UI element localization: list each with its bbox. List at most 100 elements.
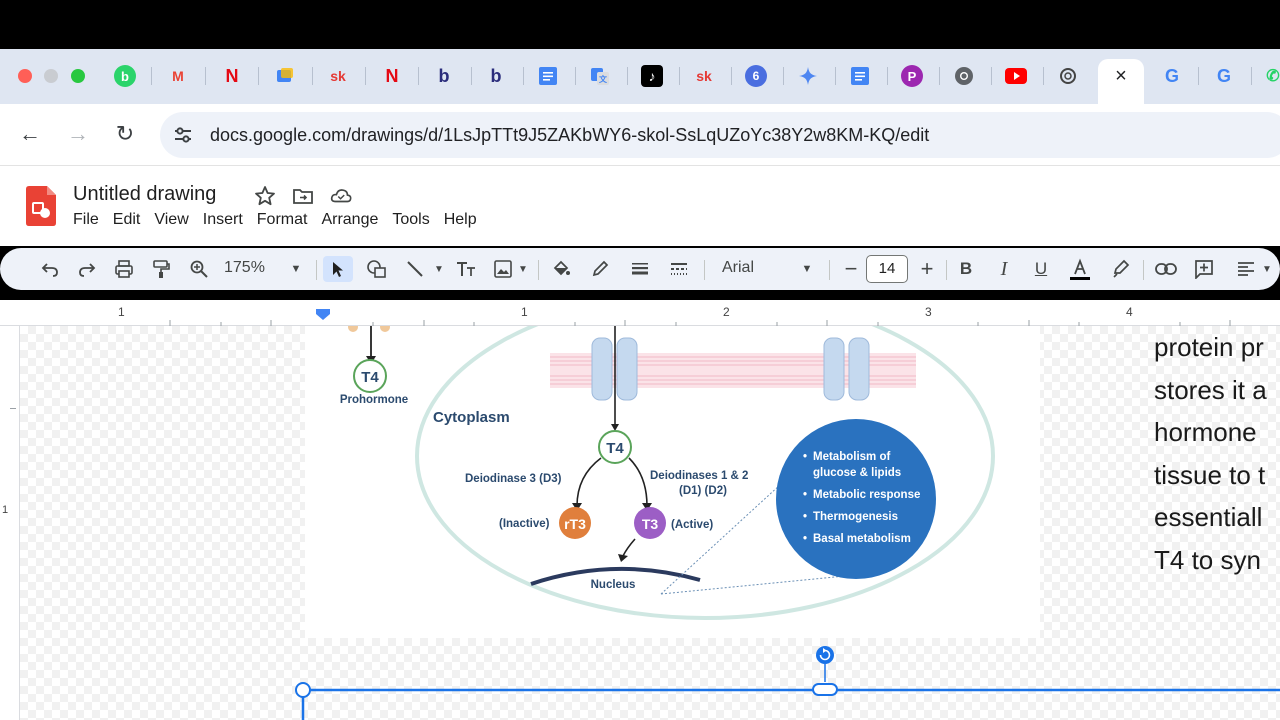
menu-arrange[interactable]: Arrange bbox=[321, 211, 379, 228]
border-dash-icon[interactable] bbox=[667, 256, 691, 282]
menu-tools[interactable]: Tools bbox=[392, 211, 430, 228]
star-icon[interactable] bbox=[254, 185, 276, 207]
text-color-icon[interactable] bbox=[1067, 256, 1093, 282]
tab-b-icon[interactable]: b bbox=[490, 65, 502, 86]
image-dropdown-icon[interactable]: ▼ bbox=[518, 263, 528, 275]
t3-to-nucleus-arrow bbox=[622, 538, 636, 557]
tab-separator bbox=[731, 67, 732, 85]
tab-separator bbox=[151, 67, 152, 85]
site-info-icon[interactable] bbox=[172, 124, 194, 146]
tab-netflix-icon[interactable]: N bbox=[385, 65, 399, 86]
tab-tiktok-icon[interactable]: ♪ bbox=[641, 65, 663, 87]
tab-separator bbox=[365, 67, 366, 85]
toolbar-divider bbox=[946, 260, 947, 280]
cloud-saved-icon[interactable] bbox=[330, 185, 352, 207]
tab-gmail-icon[interactable]: M bbox=[172, 68, 184, 84]
menu-edit[interactable]: Edit bbox=[112, 211, 141, 228]
border-color-icon[interactable] bbox=[588, 256, 612, 282]
minimize-window-button[interactable] bbox=[44, 69, 58, 83]
tab-youtube-icon[interactable] bbox=[1005, 65, 1027, 87]
rt3-circle bbox=[559, 507, 591, 539]
tab-chatgpt-icon[interactable] bbox=[1057, 65, 1079, 87]
reload-icon[interactable]: ↻ bbox=[115, 121, 135, 146]
follicle-dot bbox=[380, 326, 390, 332]
move-folder-icon[interactable] bbox=[292, 185, 314, 207]
bold-icon[interactable]: B bbox=[959, 259, 973, 278]
align-dropdown-icon[interactable]: ▼ bbox=[1262, 263, 1272, 275]
tab-notification-icon[interactable]: 6 bbox=[745, 65, 767, 87]
maximize-window-button[interactable] bbox=[71, 69, 85, 83]
add-comment-icon[interactable] bbox=[1192, 256, 1216, 282]
tab-sk-icon[interactable]: sk bbox=[696, 68, 712, 84]
tab-separator bbox=[1198, 67, 1199, 85]
tab-google-icon[interactable]: G bbox=[1164, 65, 1179, 86]
tab-google-icon[interactable]: G bbox=[1216, 65, 1231, 86]
rotate-handle-icon[interactable] bbox=[816, 646, 834, 664]
back-arrow-icon[interactable]: ← bbox=[19, 121, 41, 146]
border-weight-icon[interactable] bbox=[628, 256, 652, 282]
tab-whatsapp-icon[interactable]: ✆ bbox=[1266, 68, 1280, 85]
ruler-indent-marker[interactable] bbox=[316, 309, 330, 320]
tab-favicon-b[interactable]: b bbox=[114, 65, 136, 87]
zoom-icon[interactable] bbox=[187, 256, 211, 282]
vertical-ruler[interactable]: 1 bbox=[0, 326, 20, 720]
omnibox[interactable]: docs.google.com/drawings/d/1LsJpTTt9J5ZA… bbox=[160, 112, 1280, 158]
shape-tool-icon[interactable] bbox=[364, 256, 390, 282]
tab-separator bbox=[312, 67, 313, 85]
tab-docs-icon[interactable] bbox=[849, 65, 871, 87]
tab-b-icon[interactable]: b bbox=[438, 65, 450, 86]
tab-sk-icon[interactable]: sk bbox=[330, 68, 346, 84]
url-text[interactable]: docs.google.com/drawings/d/1LsJpTTt9J5ZA… bbox=[210, 125, 930, 145]
insert-link-icon[interactable] bbox=[1154, 256, 1178, 282]
menu-insert[interactable]: Insert bbox=[202, 211, 243, 228]
align-icon[interactable] bbox=[1235, 256, 1257, 282]
paint-format-icon[interactable] bbox=[149, 256, 173, 282]
t3-circle bbox=[634, 507, 666, 539]
tab-separator bbox=[627, 67, 628, 85]
insert-image-icon[interactable] bbox=[491, 256, 515, 282]
tab-docs-icon[interactable] bbox=[537, 65, 559, 87]
google-drawings-logo-icon[interactable] bbox=[26, 186, 56, 226]
font-dropdown-icon[interactable]: ▼ bbox=[801, 263, 813, 275]
drawings-header: Untitled drawing File Edit View Insert F… bbox=[0, 166, 1280, 246]
active-tab[interactable] bbox=[1098, 59, 1144, 104]
menu-file[interactable]: File bbox=[73, 211, 99, 228]
zoom-dropdown-icon[interactable]: ▼ bbox=[290, 263, 302, 275]
redo-icon[interactable] bbox=[75, 256, 99, 282]
close-tab-icon[interactable]: × bbox=[1115, 65, 1127, 87]
italic-icon[interactable]: I bbox=[1000, 257, 1008, 280]
pasted-diagram-image[interactable]: T4 Prohormone bbox=[305, 326, 1040, 638]
increase-font-size-icon[interactable]: + bbox=[920, 256, 934, 281]
forward-arrow-icon[interactable]: → bbox=[67, 121, 89, 146]
menu-format[interactable]: Format bbox=[256, 211, 308, 228]
print-icon[interactable] bbox=[112, 256, 136, 282]
tab-p-icon[interactable]: P bbox=[901, 65, 923, 87]
tab-gemini-icon[interactable] bbox=[797, 65, 819, 87]
tab-translate-icon[interactable]: 文 bbox=[589, 65, 611, 87]
highlight-color-icon[interactable] bbox=[1108, 256, 1132, 282]
line-tool-icon[interactable] bbox=[402, 256, 428, 282]
underline-icon[interactable]: U bbox=[1034, 259, 1048, 278]
tab-separator bbox=[783, 67, 784, 85]
line-dropdown-icon[interactable]: ▼ bbox=[434, 263, 444, 275]
undo-icon[interactable] bbox=[38, 256, 62, 282]
close-window-button[interactable] bbox=[18, 69, 32, 83]
tab-lens-icon[interactable] bbox=[274, 65, 296, 87]
line-endpoint-handle[interactable] bbox=[295, 682, 311, 698]
document-title[interactable]: Untitled drawing bbox=[73, 183, 217, 205]
menu-help[interactable]: Help bbox=[443, 211, 477, 228]
side-text-box[interactable]: protein pr stores it a hormone tissue to… bbox=[1154, 326, 1280, 581]
drawing-canvas[interactable]: T4 Prohormone bbox=[20, 326, 1280, 720]
horizontal-ruler[interactable]: 1 1 2 3 4 bbox=[0, 300, 1280, 326]
select-tool-icon[interactable] bbox=[323, 256, 353, 282]
line-midpoint-handle[interactable] bbox=[812, 683, 838, 696]
decrease-font-size-icon[interactable]: − bbox=[844, 256, 858, 281]
menu-view[interactable]: View bbox=[154, 211, 189, 228]
tab-chrome-icon[interactable] bbox=[953, 65, 975, 87]
font-family-select[interactable]: Arial bbox=[722, 259, 755, 276]
tab-netflix-icon[interactable]: N bbox=[225, 65, 239, 86]
font-size-input[interactable]: 14 bbox=[866, 255, 908, 283]
zoom-level[interactable]: 175% bbox=[224, 259, 265, 276]
text-box-icon[interactable] bbox=[453, 256, 479, 282]
fill-color-icon[interactable] bbox=[549, 256, 573, 282]
